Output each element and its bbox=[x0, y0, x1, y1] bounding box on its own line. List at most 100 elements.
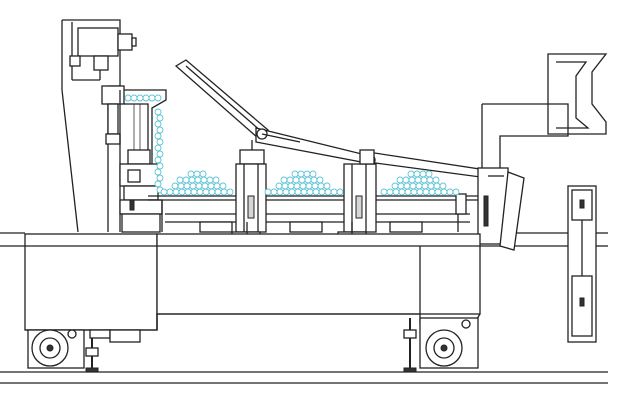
bead bbox=[201, 182, 209, 190]
bead bbox=[178, 188, 186, 196]
bead bbox=[226, 188, 234, 196]
bead bbox=[310, 176, 318, 184]
bead bbox=[148, 94, 156, 102]
bead bbox=[425, 170, 433, 178]
leveling-feet bbox=[85, 318, 417, 373]
bead bbox=[270, 188, 278, 196]
bead bbox=[287, 182, 295, 190]
bead bbox=[156, 114, 164, 122]
bead bbox=[136, 94, 144, 102]
bead bbox=[439, 182, 447, 190]
bead bbox=[202, 188, 210, 196]
bead bbox=[312, 188, 320, 196]
bead bbox=[154, 156, 162, 164]
bead bbox=[428, 188, 436, 196]
bead bbox=[130, 94, 138, 102]
bead bbox=[188, 176, 196, 184]
bead bbox=[404, 188, 412, 196]
bead bbox=[142, 94, 150, 102]
bead bbox=[196, 188, 204, 196]
bead bbox=[316, 176, 324, 184]
bead bbox=[419, 170, 427, 178]
bead bbox=[293, 182, 301, 190]
bead-heap bbox=[124, 94, 460, 196]
bead bbox=[212, 176, 220, 184]
bead bbox=[299, 182, 307, 190]
bead bbox=[408, 176, 416, 184]
bead bbox=[414, 176, 422, 184]
bead bbox=[154, 120, 162, 128]
bead bbox=[213, 182, 221, 190]
bead bbox=[306, 188, 314, 196]
bead bbox=[303, 170, 311, 178]
bead bbox=[309, 170, 317, 178]
bead bbox=[183, 182, 191, 190]
bead bbox=[177, 182, 185, 190]
bead bbox=[421, 182, 429, 190]
gear-motor bbox=[69, 27, 137, 80]
bead bbox=[386, 188, 394, 196]
bead bbox=[433, 182, 441, 190]
bead bbox=[160, 188, 168, 196]
bead bbox=[294, 188, 302, 196]
bead bbox=[297, 170, 305, 178]
bead bbox=[323, 182, 331, 190]
bead bbox=[200, 176, 208, 184]
right-outlet bbox=[477, 53, 608, 251]
floor bbox=[0, 371, 608, 384]
bead bbox=[154, 108, 162, 116]
bead bbox=[156, 162, 164, 170]
platform bbox=[148, 193, 485, 233]
bead bbox=[300, 188, 308, 196]
bead bbox=[446, 188, 454, 196]
bead bbox=[282, 188, 290, 196]
bead bbox=[396, 176, 404, 184]
bead bbox=[154, 144, 162, 152]
bead bbox=[275, 182, 283, 190]
bead bbox=[407, 170, 415, 178]
bead bbox=[154, 94, 162, 102]
bead bbox=[187, 170, 195, 178]
bead bbox=[336, 188, 344, 196]
bead bbox=[410, 188, 418, 196]
base-frame bbox=[24, 233, 481, 343]
bead bbox=[194, 176, 202, 184]
bead bbox=[434, 188, 442, 196]
bead bbox=[276, 188, 284, 196]
bead bbox=[380, 188, 388, 196]
bead bbox=[124, 94, 132, 102]
bead bbox=[305, 182, 313, 190]
bead bbox=[397, 182, 405, 190]
bead bbox=[156, 138, 164, 146]
bead bbox=[317, 182, 325, 190]
bead bbox=[182, 176, 190, 184]
bead bbox=[195, 182, 203, 190]
bead bbox=[432, 176, 440, 184]
bead bbox=[427, 182, 435, 190]
vertical-sensor bbox=[567, 185, 597, 343]
bead bbox=[318, 188, 326, 196]
bead bbox=[288, 188, 296, 196]
bead bbox=[219, 182, 227, 190]
bead bbox=[206, 176, 214, 184]
bead bbox=[208, 188, 216, 196]
bead bbox=[415, 182, 423, 190]
bead bbox=[154, 168, 162, 176]
bead bbox=[392, 188, 400, 196]
bead bbox=[166, 188, 174, 196]
bead bbox=[154, 132, 162, 140]
bead bbox=[156, 174, 164, 182]
bead bbox=[420, 176, 428, 184]
bead bbox=[403, 182, 411, 190]
bead bbox=[264, 188, 272, 196]
bead bbox=[452, 188, 460, 196]
bead bbox=[440, 188, 448, 196]
bead bbox=[189, 182, 197, 190]
bead bbox=[398, 188, 406, 196]
bead bbox=[298, 176, 306, 184]
bead bbox=[324, 188, 332, 196]
bead bbox=[193, 170, 201, 178]
bead bbox=[413, 170, 421, 178]
